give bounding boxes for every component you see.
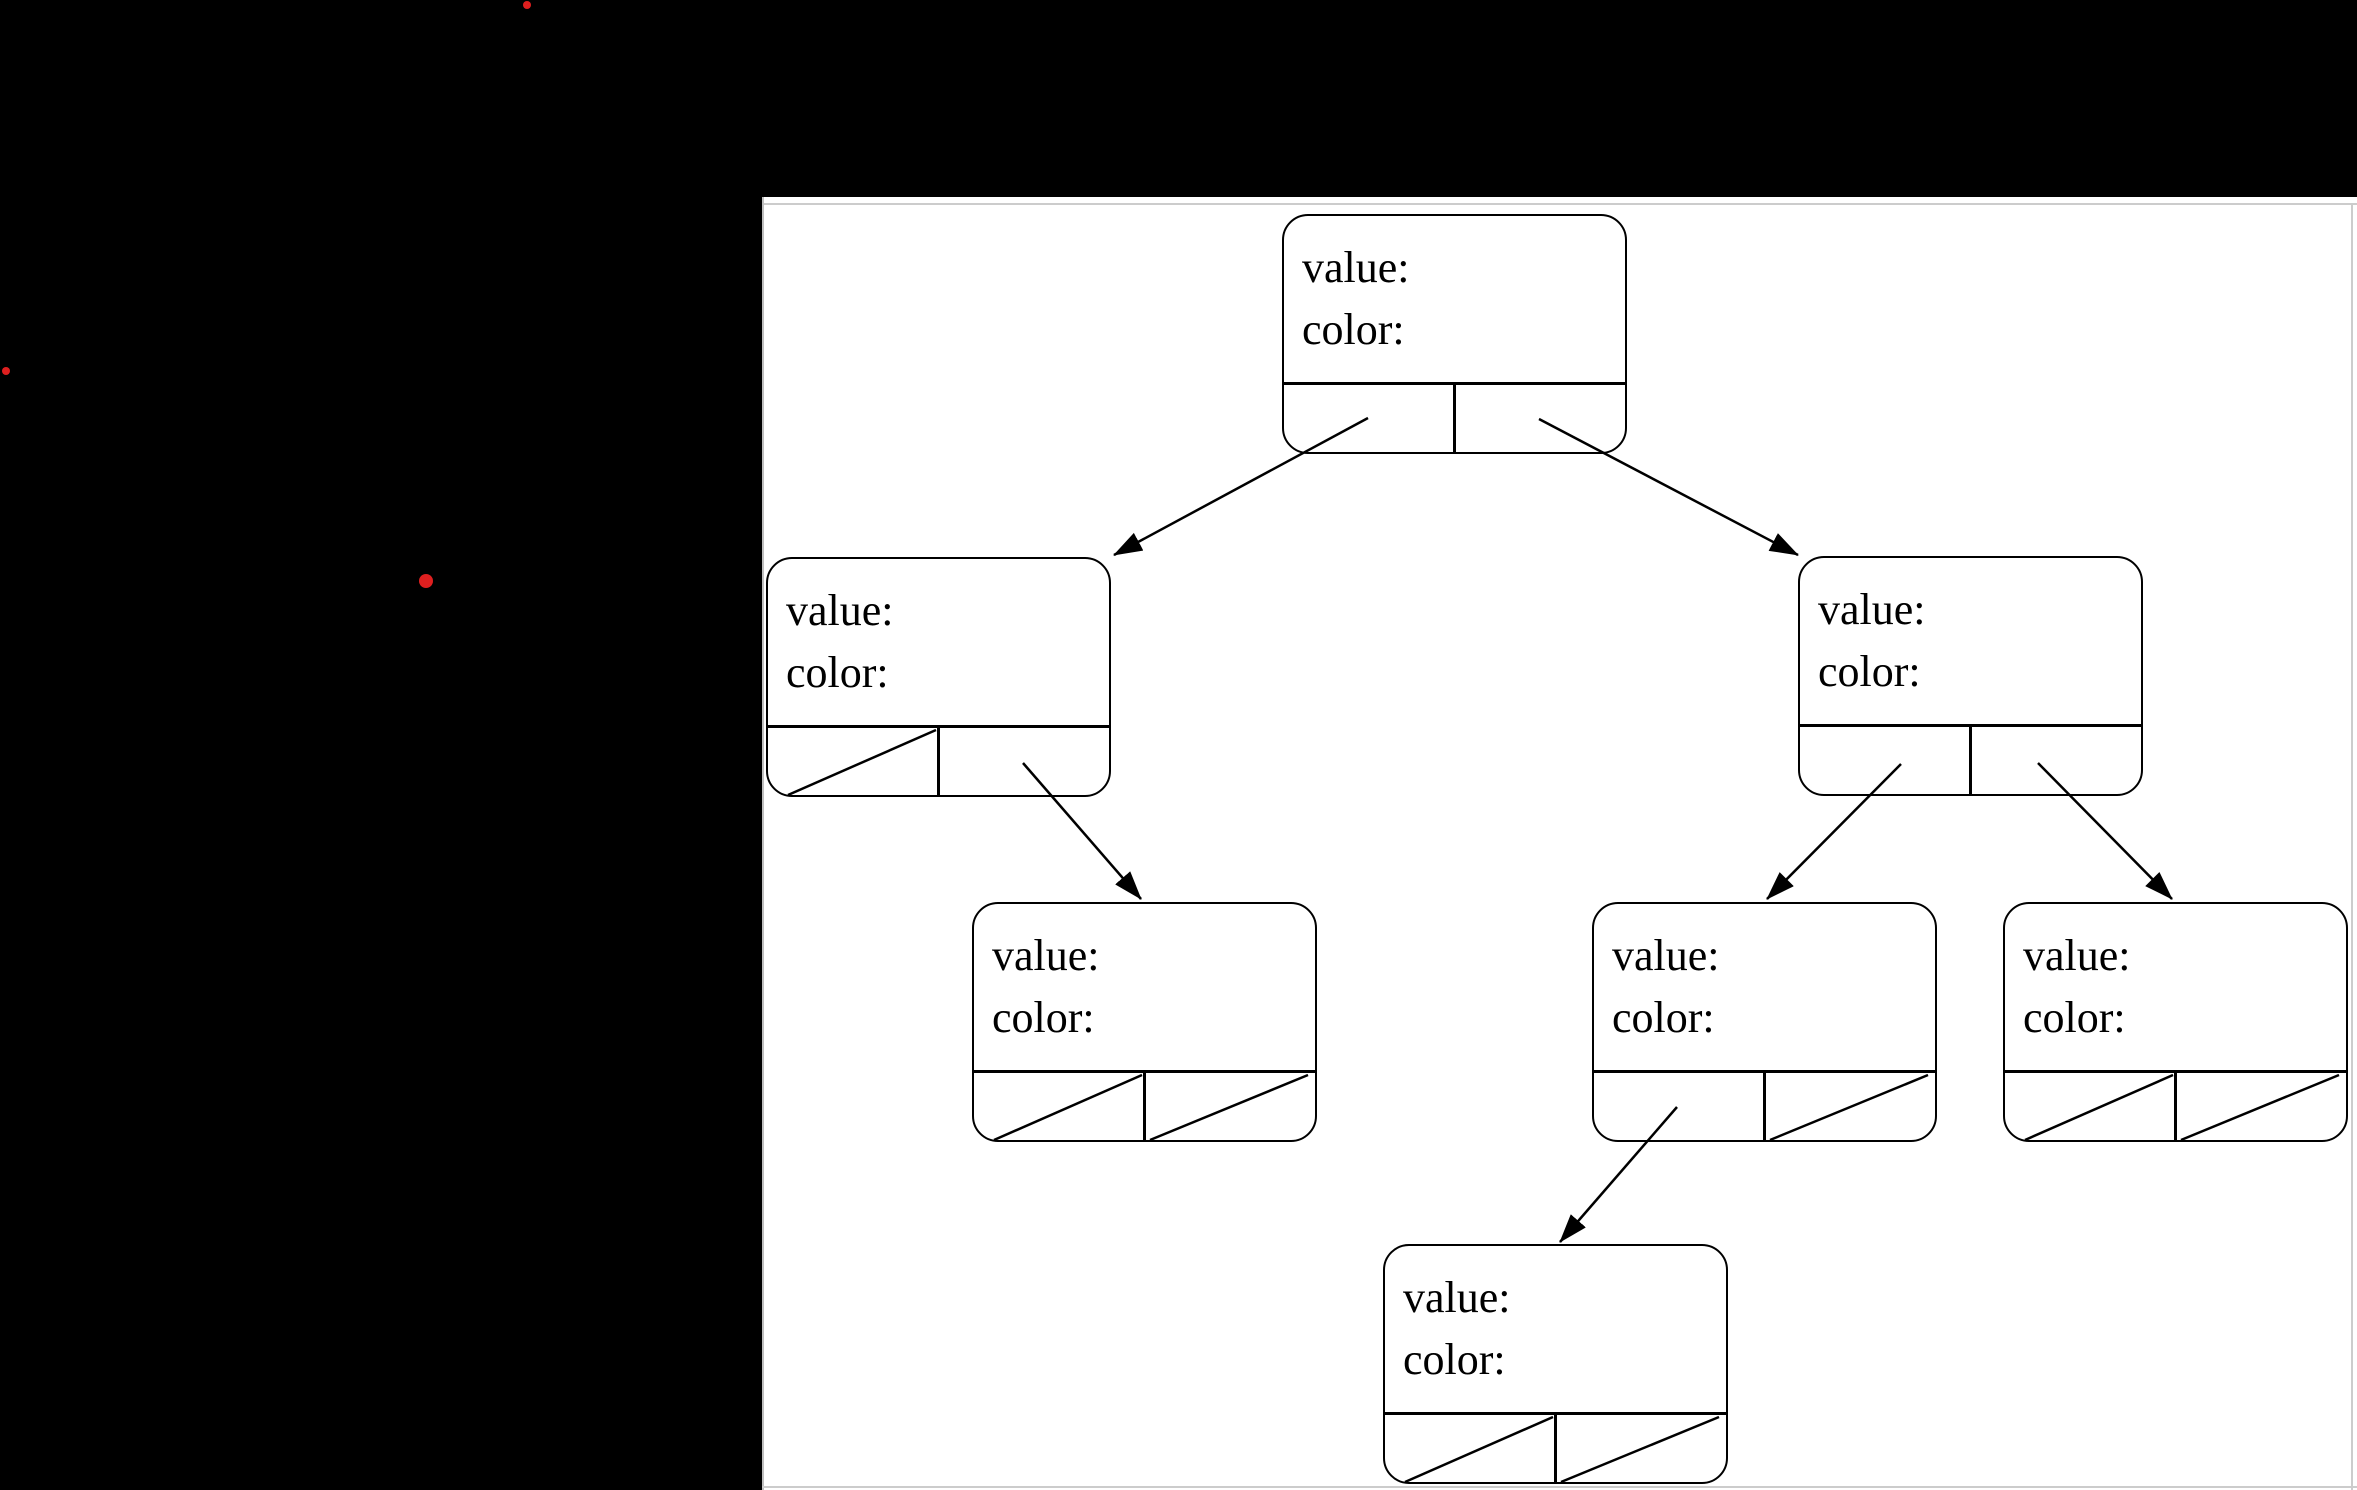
pointer-row [2005, 1070, 2346, 1140]
value-label: value: [992, 931, 1100, 980]
value-label: value: [1302, 243, 1410, 292]
panel-left-border [762, 197, 764, 1490]
left-pointer-cell [1385, 1415, 1557, 1482]
pointer-row [1594, 1070, 1935, 1140]
color-label: color: [2023, 993, 2126, 1042]
tree-node-right-child: value: color: [1798, 556, 2143, 796]
pointer-row [768, 725, 1109, 795]
right-pointer-cell [1766, 1073, 1935, 1140]
color-label: color: [1818, 647, 1921, 696]
panel-right-border [2351, 203, 2353, 1490]
right-pointer-cell [940, 728, 1109, 795]
right-pointer-cell [1557, 1415, 1726, 1482]
pointer-row [974, 1070, 1315, 1140]
value-label: value: [2023, 931, 2131, 980]
value-label: value: [786, 586, 894, 635]
left-pointer-cell [1284, 385, 1456, 452]
pointer-row [1284, 382, 1625, 452]
value-label: value: [1403, 1273, 1511, 1322]
color-label: color: [1302, 305, 1405, 354]
left-pointer-cell [974, 1073, 1146, 1140]
tree-node-root: value: color: [1282, 214, 1627, 454]
right-pointer-cell [1456, 385, 1625, 452]
left-pointer-cell [1594, 1073, 1766, 1140]
red-dot-marker-2 [2, 367, 10, 375]
red-dot-marker-1 [523, 1, 531, 9]
tree-node-right-right-child: value: color: [2003, 902, 2348, 1142]
left-pointer-cell [768, 728, 940, 795]
panel-top-border [762, 203, 2357, 205]
tree-node-left-child: value: color: [766, 557, 1111, 797]
right-pointer-cell [2177, 1073, 2346, 1140]
color-label: color: [786, 648, 889, 697]
value-label: value: [1612, 931, 1720, 980]
right-pointer-cell [1972, 727, 2141, 794]
panel-bottom-border [762, 1486, 2357, 1488]
left-pointer-cell [2005, 1073, 2177, 1140]
tree-node-right-left-child: value: color: [1592, 902, 1937, 1142]
tree-node-right-left-left-child: value: color: [1383, 1244, 1728, 1484]
color-label: color: [992, 993, 1095, 1042]
pointer-row [1800, 724, 2141, 794]
left-pointer-cell [1800, 727, 1972, 794]
tree-node-left-right-child: value: color: [972, 902, 1317, 1142]
pointer-row [1385, 1412, 1726, 1482]
red-dot-marker-3 [419, 574, 433, 588]
right-pointer-cell [1146, 1073, 1315, 1140]
color-label: color: [1612, 993, 1715, 1042]
value-label: value: [1818, 585, 1926, 634]
color-label: color: [1403, 1335, 1506, 1384]
